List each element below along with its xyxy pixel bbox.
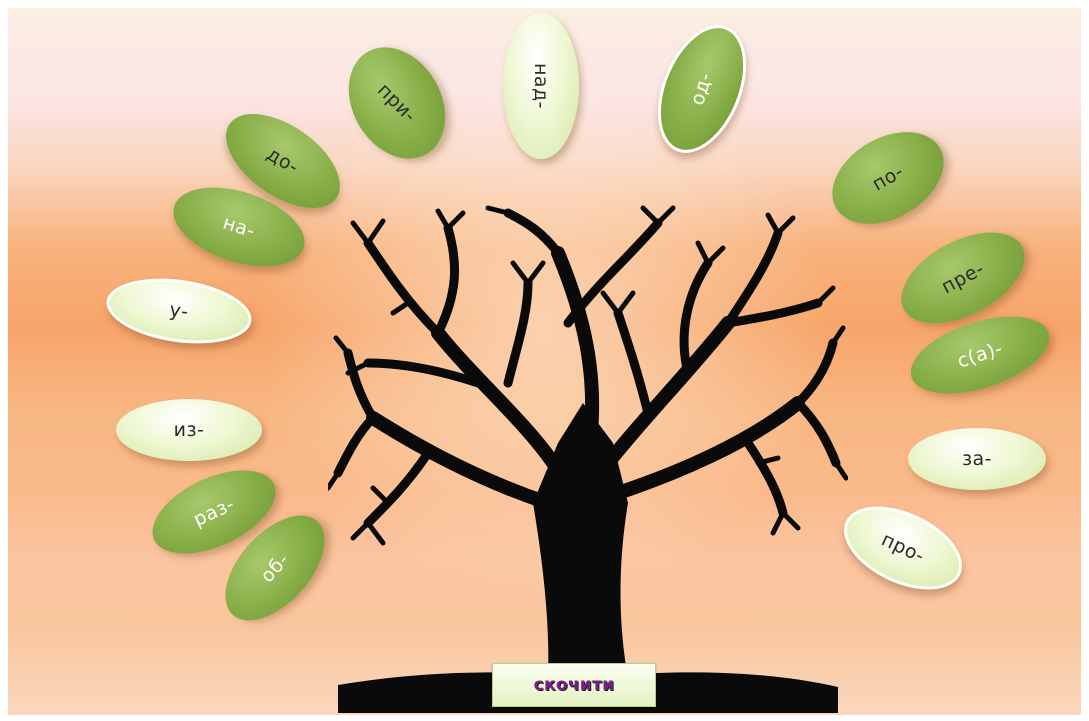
prefix-label: раз- <box>190 493 238 531</box>
prefix-label: до- <box>263 143 303 179</box>
prefix-leaf-od[interactable]: од- <box>641 12 764 165</box>
prefix-leaf-nad[interactable]: над- <box>503 13 579 159</box>
check-button-label: скочити <box>534 675 615 695</box>
tree-icon <box>328 203 848 715</box>
prefix-label: од- <box>687 70 718 108</box>
prefix-label: по- <box>868 160 907 195</box>
exercise-canvas: при- над- од- до- на- у- по- пре- с(а)- … <box>8 8 1081 715</box>
prefix-label: у- <box>168 299 190 323</box>
prefix-label: про- <box>878 529 928 568</box>
prefix-label: на- <box>220 212 258 243</box>
prefix-label: об- <box>256 549 294 587</box>
prefix-label: пре- <box>938 258 988 299</box>
prefix-label: над- <box>530 63 552 109</box>
prefix-label: за- <box>962 448 992 470</box>
prefix-label: с(а)- <box>955 337 1006 372</box>
check-button[interactable]: скочити <box>492 663 656 707</box>
prefix-leaf-za[interactable]: за- <box>908 428 1046 490</box>
prefix-leaf-pro[interactable]: про- <box>831 490 975 607</box>
prefix-leaf-pri[interactable]: при- <box>329 30 464 176</box>
prefix-label: из- <box>174 419 205 441</box>
prefix-leaf-u[interactable]: у- <box>102 270 255 352</box>
prefix-leaf-iz[interactable]: из- <box>116 399 262 461</box>
prefix-label: при- <box>373 79 421 127</box>
